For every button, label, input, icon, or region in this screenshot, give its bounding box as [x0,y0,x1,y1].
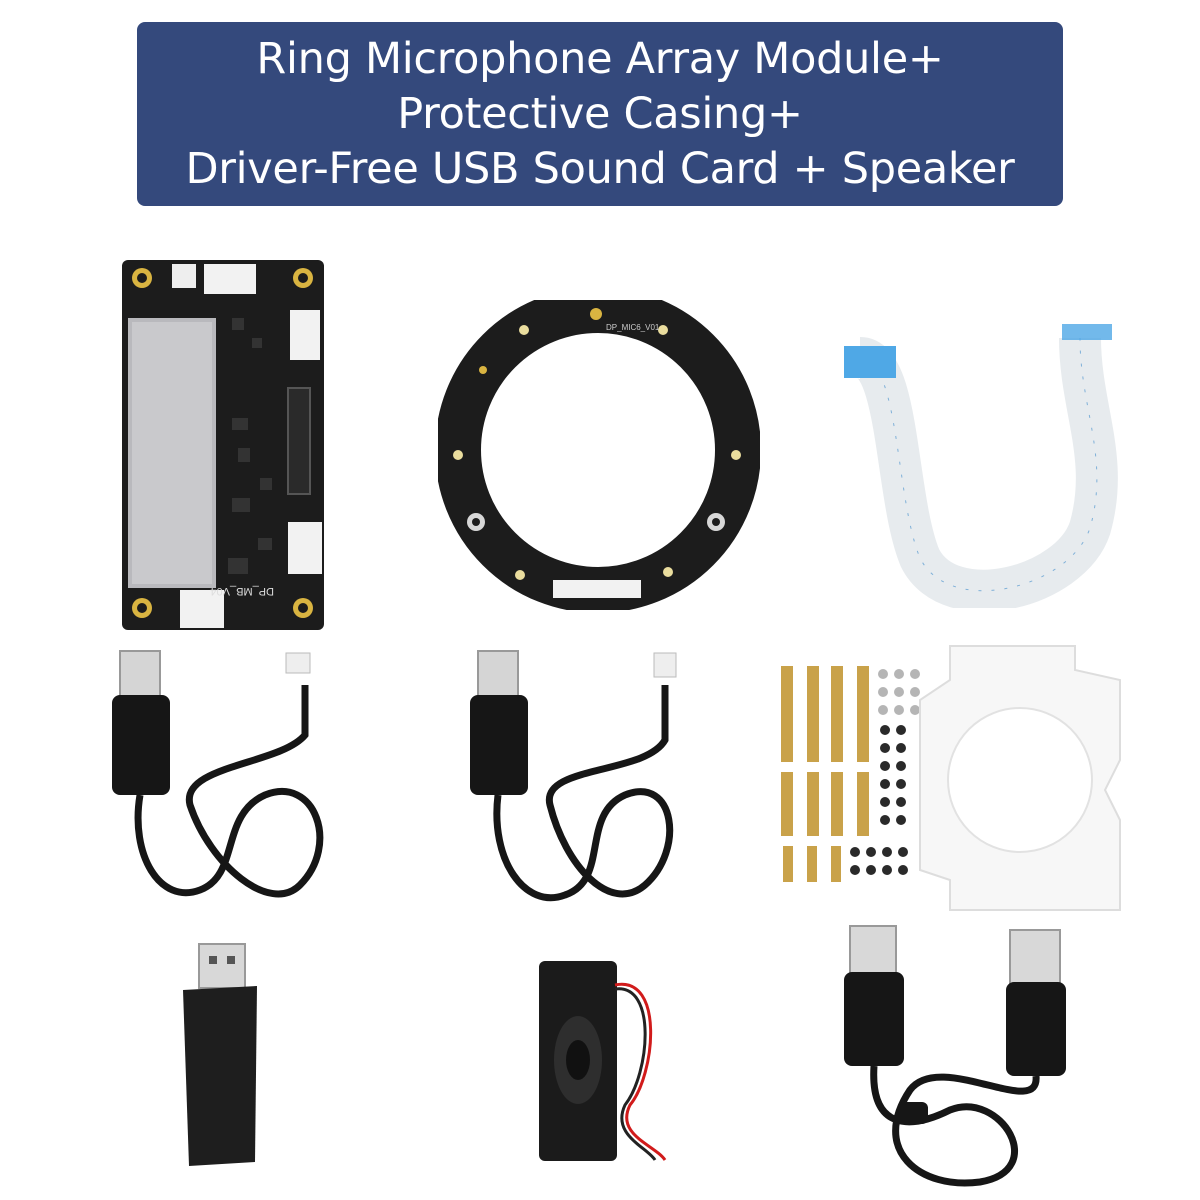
usb-sound-card-image [175,940,265,1170]
ring-array-label: DP_MIC6_V01 [606,323,660,332]
title-line-1: Ring Microphone Array Module+ [256,33,944,84]
title-banner: Ring Microphone Array Module+ Protective… [137,22,1063,206]
ffc-cable-image [840,318,1130,608]
usb-cable-2-image [450,645,690,915]
speaker-image [535,955,680,1165]
usb-extension-cable-image [830,920,1080,1190]
mounting-kit-image [775,640,1145,920]
title-line-2: Protective Casing+ [397,88,803,139]
title-line-3: Driver-Free USB Sound Card + Speaker [185,143,1015,194]
ring-microphone-array-image: DP_MIC6_V01 [438,300,760,610]
main-board-label: DP_MB_V04 [210,585,274,597]
main-board-image: DP_MB_V04 [120,258,326,633]
usb-cable-1-image [100,645,330,915]
